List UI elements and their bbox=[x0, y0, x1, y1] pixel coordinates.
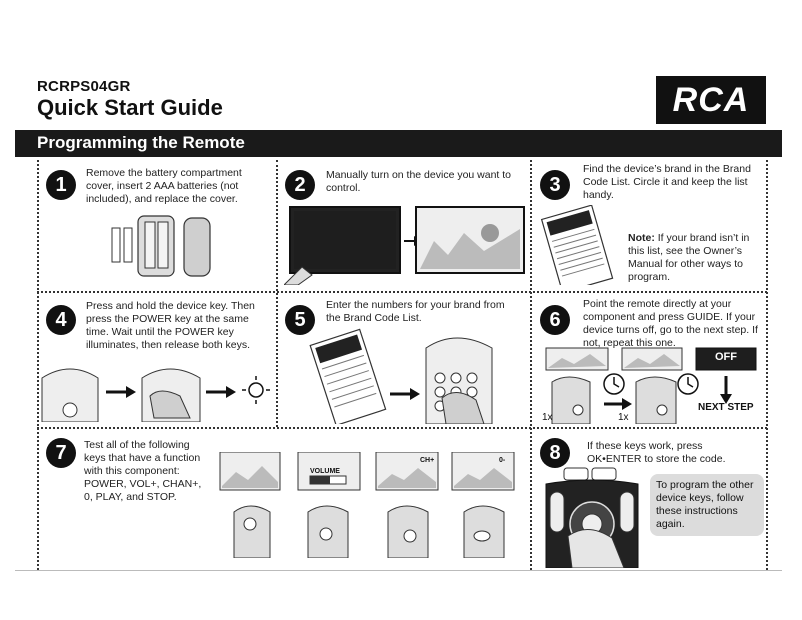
count-second: 1x bbox=[618, 412, 629, 423]
grid-divider bbox=[37, 291, 767, 293]
count-first: 1x bbox=[542, 412, 553, 423]
page-title: Quick Start Guide bbox=[37, 95, 223, 120]
step-7-text: Test all of the following keys that have… bbox=[84, 439, 202, 503]
step-7-number: 7 bbox=[46, 438, 76, 468]
model-number: RCRPS04GR bbox=[37, 78, 131, 95]
step-6-text: Point the remote directly at your compon… bbox=[583, 298, 758, 349]
step-8-number: 8 bbox=[540, 438, 570, 468]
section-banner: Programming the Remote bbox=[15, 130, 782, 157]
step-8-bubble: To program the other device keys, follow… bbox=[650, 474, 764, 536]
volume-label: VOLUME bbox=[310, 468, 340, 475]
step-5-text: Enter the numbers for your brand from th… bbox=[326, 299, 505, 324]
zero-label: 0- bbox=[499, 457, 506, 464]
bottom-rule bbox=[15, 570, 782, 571]
section-title: Programming the Remote bbox=[37, 133, 245, 152]
rca-logo: RCA bbox=[656, 76, 766, 124]
step-3-number: 3 bbox=[540, 170, 570, 200]
step-3-text: Find the device’s brand in the Brand Cod… bbox=[583, 163, 751, 201]
step-1-number: 1 bbox=[46, 170, 76, 200]
test-keys-illustration bbox=[219, 452, 515, 558]
step-2-text: Manually turn on the device you want to … bbox=[326, 169, 512, 194]
off-label: OFF bbox=[715, 351, 737, 363]
step-3-note: Note: If your brand isn’t in this list, … bbox=[628, 232, 756, 284]
step-5-number: 5 bbox=[285, 305, 315, 335]
grid-divider bbox=[37, 427, 767, 429]
step-4-number: 4 bbox=[46, 305, 76, 335]
ok-enter-illustration bbox=[545, 467, 639, 568]
step-6-number: 6 bbox=[540, 305, 570, 335]
step-1-text: Remove the battery compartment cover, in… bbox=[86, 167, 242, 205]
grid-divider bbox=[766, 160, 768, 570]
chan-plus-label: CH+ bbox=[420, 457, 435, 464]
next-step-label: NEXT STEP bbox=[698, 402, 754, 413]
guide-key-illustration bbox=[545, 347, 757, 424]
step-8-text: If these keys work, press OK•ENTER to st… bbox=[587, 440, 726, 465]
grid-divider bbox=[530, 160, 532, 570]
step-4-text: Press and hold the device key. Then pres… bbox=[86, 300, 255, 351]
code-list-illustration bbox=[540, 205, 614, 285]
tv-illustration bbox=[284, 206, 525, 285]
note-label: Note: bbox=[628, 232, 655, 244]
note-text: If your brand isn’t in this list, see th… bbox=[628, 232, 750, 283]
device-key-illustration bbox=[41, 368, 270, 422]
step-2-number: 2 bbox=[285, 170, 315, 200]
grid-divider bbox=[37, 160, 39, 570]
battery-illustration bbox=[111, 215, 211, 277]
grid-divider bbox=[276, 160, 278, 427]
enter-code-illustration bbox=[309, 328, 493, 424]
